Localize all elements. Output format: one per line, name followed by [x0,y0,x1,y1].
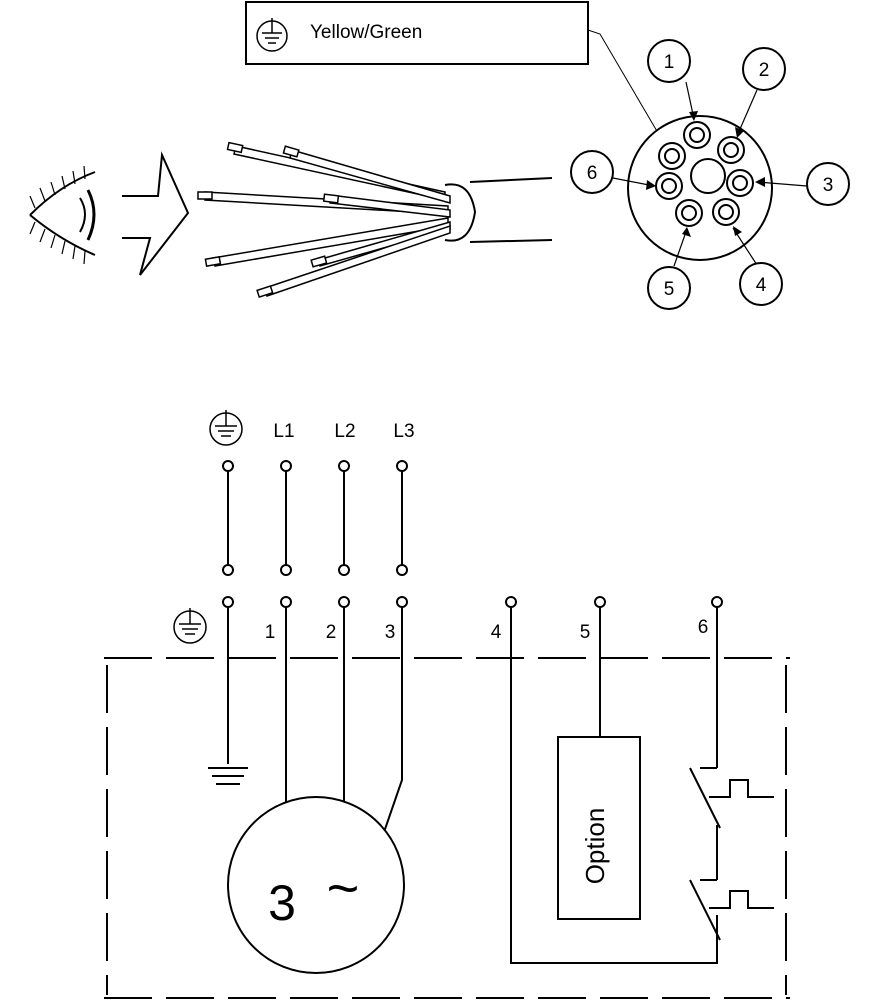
supply-links [222,460,723,608]
terminal-label-4: 4 [491,622,502,643]
terminal-label-2: 2 [326,622,337,643]
supply-label-l2: L2 [334,421,355,442]
core-callouts: 1 2 3 4 5 6 [570,39,850,310]
thermal-contact-upper [689,767,774,829]
ground-icon [256,18,288,52]
cable-fan-icon [197,141,553,298]
terminal-label-5: 5 [580,622,591,643]
eye-icon [29,165,96,265]
terminal-label-6: 6 [698,617,709,638]
core-label-6: 6 [587,163,598,184]
legend-box: Yellow/Green [245,1,669,151]
core-label-4: 4 [756,275,767,296]
thermal-contact-lower [689,879,774,941]
supply-label-l3: L3 [393,421,414,442]
option-label: Option [580,808,610,885]
motor-ac-symbol: ~ [327,856,360,919]
chassis-ground-icon [208,767,248,785]
option-box: Option [557,736,641,920]
core-label-2: 2 [759,60,770,81]
terminal-ground-icon [173,608,207,644]
supply-ground-icon [209,410,243,446]
view-direction-arrow-icon [122,151,190,276]
core-label-5: 5 [664,279,675,300]
legend-text: Yellow/Green [310,22,422,43]
motor-symbol: 3 ~ [227,796,405,974]
terminal-label-1: 1 [265,622,276,643]
core-label-3: 3 [823,175,834,196]
internal-wiring [227,607,718,964]
device-enclosure [104,657,790,999]
supply-label-l1: L1 [273,421,294,442]
cable-cross-section [627,115,773,261]
motor-phase-count: 3 [268,875,296,931]
terminal-label-3: 3 [385,622,396,643]
core-label-1: 1 [664,52,675,73]
